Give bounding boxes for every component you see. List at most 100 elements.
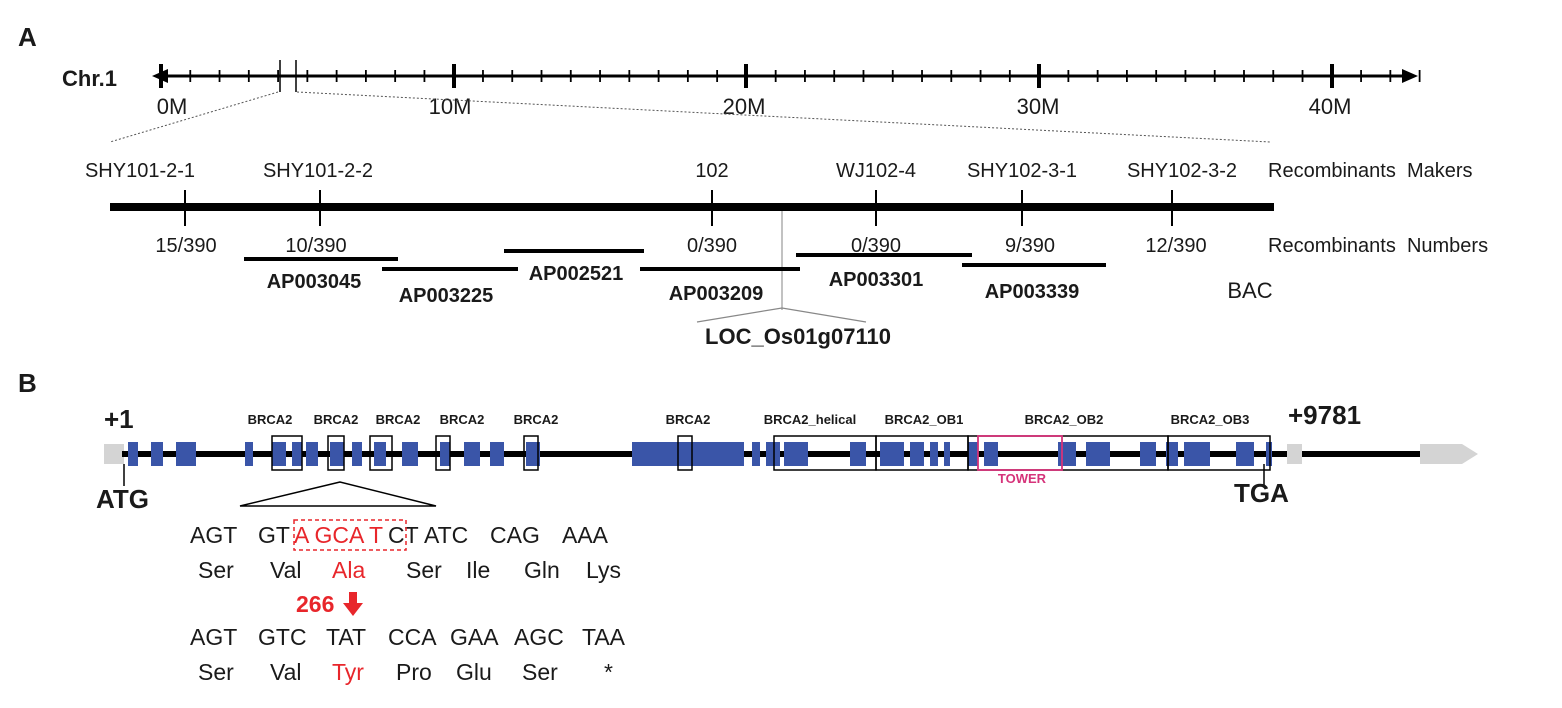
exon [464,442,480,466]
zoom-guide-left [109,91,279,143]
codon: AAA [562,522,609,548]
tower-box [977,435,1063,471]
exon [526,442,540,466]
marker-label: SHY102-3-1 [967,160,1077,182]
amino-acid-mutated: Ala [332,557,365,583]
marker-label: SHY101-2-1 [85,160,195,182]
exon [784,442,808,466]
tick-label-40m: 40M [1309,94,1352,119]
marker-label: 102 [695,160,728,182]
bac-line [962,263,1106,267]
domain-label: BRCA2 [666,412,711,427]
codon: TAA [582,624,626,650]
exon [128,442,138,466]
exon [1266,442,1272,466]
bac-name: AP003301 [829,269,924,291]
domain-label: BRCA2 [514,412,559,427]
mutation-position: 266 [296,591,334,617]
bac-name: AP002521 [529,263,624,285]
domain-boxes [271,435,1271,471]
amino-acid: * [604,659,613,685]
domain-box [523,435,539,471]
exon [752,442,760,466]
wild-type-sequence: AGT GT A GCA T CT ATC CAG AAA [190,519,609,551]
chromosome-axis: Chr.1 0M 10M 20M 30M 40M [62,60,1421,119]
exon [352,442,362,466]
exon [930,442,938,466]
codon: CT [388,522,419,548]
utr-3-arrow [1420,444,1478,464]
domain-label: BRCA2_OB3 [1171,412,1250,427]
amino-acid: Val [270,557,302,583]
bac-name: AP003045 [267,271,362,293]
exon [1236,442,1254,466]
recombinant-number: 0/390 [687,235,737,257]
exon [272,442,286,466]
recombinant-number: 0/390 [851,235,901,257]
recombinant-numbers: 15/390 10/390 0/390 0/390 9/390 12/390 R… [155,235,1488,257]
bac-contigs: AP003045 AP003225 AP002521 AP003209 AP00… [244,249,1273,307]
exon [440,442,450,466]
marker-labels: SHY101-2-1 SHY101-2-2 102 WJ102-4 SHY102… [85,160,1473,182]
codon: AGT [190,522,237,548]
exon [968,442,978,466]
codon: GT [258,522,290,548]
amino-acid-mutated: Tyr [332,659,364,685]
wild-type-amino-acids: Ser Val Ala Ser Ile Gln Lys [198,557,621,583]
marker-ticks [184,190,1173,226]
codon: CCA [388,624,437,650]
exon [1058,442,1076,466]
recombinant-number: 12/390 [1145,235,1206,257]
amino-acid: Gln [524,557,560,583]
end-position: +9781 [1288,400,1361,430]
tick-label-30m: 30M [1017,94,1060,119]
axis-minor-ticks [189,70,1421,82]
gene-pointer [696,307,867,323]
exon [402,442,418,466]
exon [944,442,950,466]
codon: AGT [190,624,237,650]
tick-label-0m: 0M [157,94,188,119]
recombinant-number: 10/390 [285,235,346,257]
zoom-triangle [239,481,437,507]
exon [374,442,386,466]
exon [330,442,344,466]
panel-a-label: A [18,22,37,52]
marker-label: WJ102-4 [836,160,916,182]
bac-line [244,257,398,261]
bac-name: AP003225 [399,285,494,307]
amino-acid: Ser [522,659,558,685]
domain-box [327,435,345,471]
tower-label: TOWER [998,471,1047,486]
recombinant-number: 9/390 [1005,235,1055,257]
bac-name: AP003209 [669,283,764,305]
bac-line [382,267,518,271]
domain-label: BRCA2_OB2 [1025,412,1104,427]
domain-label: BRCA2 [376,412,421,427]
gene-structure [104,435,1478,486]
exon [910,442,924,466]
exon [176,442,196,466]
panel-b-label: B [18,368,37,398]
exon [1140,442,1156,466]
candidate-gene: LOC_Os01g07110 [705,324,891,349]
mutation-arrow-icon [343,592,363,616]
recombinant-number: 15/390 [155,235,216,257]
exon [850,442,866,466]
bac-name: AP003339 [985,281,1080,303]
domain-label: BRCA2_helical [764,412,856,427]
domain-box [271,435,303,471]
exon [490,442,504,466]
codon: CAG [490,522,540,548]
exon [1086,442,1110,466]
amino-acid: Ser [406,557,442,583]
amino-acid: Pro [396,659,432,685]
amino-acid: Ser [198,659,234,685]
bac-line [640,267,800,271]
codon: GTC [258,624,307,650]
stop-codon-label: TGA [1234,478,1289,508]
bac-line [796,253,972,257]
exon [245,442,253,466]
exon [306,442,318,466]
